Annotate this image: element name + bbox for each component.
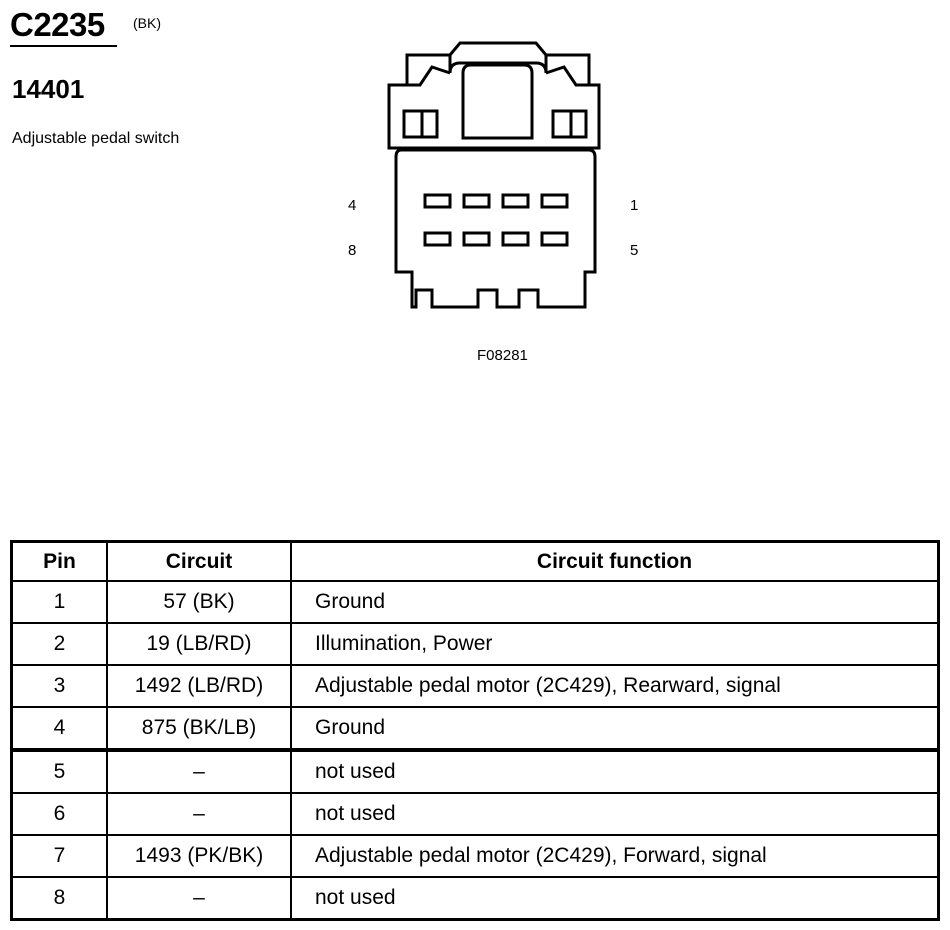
header-pin: Pin — [11, 541, 108, 582]
connector-id-underline — [10, 45, 117, 47]
pin-label-bottom-right: 5 — [630, 242, 639, 259]
table-header-row: Pin Circuit Circuit function — [11, 541, 939, 582]
connector-body — [394, 148, 597, 309]
cell-circuit: – — [107, 750, 292, 794]
cell-circuit: – — [107, 877, 292, 920]
cell-circuit: – — [107, 793, 292, 836]
cell-function: Ground — [291, 581, 939, 624]
part-number: 14401 — [12, 74, 85, 104]
table-row: 3 1492 (LB/RD) Adjustable pedal motor (2… — [11, 665, 939, 708]
cell-pin: 3 — [11, 665, 108, 708]
connector-id: C2235 — [10, 6, 105, 43]
table-row: 4 875 (BK/LB) Ground — [11, 707, 939, 752]
cell-function: Illumination, Power — [291, 623, 939, 666]
pin-cavity-4 — [423, 193, 452, 209]
component-name: Adjustable pedal switch — [12, 130, 180, 147]
cell-pin: 6 — [11, 793, 108, 836]
header-circuit-function: Circuit function — [291, 541, 939, 582]
pin-cavity-7 — [462, 231, 491, 247]
table-row: 1 57 (BK) Ground — [11, 581, 939, 624]
table-row: 5 – not used — [11, 750, 939, 794]
cell-function: Adjustable pedal motor (2C429), Forward,… — [291, 835, 939, 878]
connector-color: (BK) — [133, 15, 161, 31]
pin-cavity-5 — [540, 231, 569, 247]
pin-label-top-right: 1 — [630, 197, 639, 214]
cell-circuit: 1493 (PK/BK) — [107, 835, 292, 878]
pin-cavity-1 — [540, 193, 569, 209]
cell-pin: 2 — [11, 623, 108, 666]
cell-pin: 1 — [11, 581, 108, 624]
figure-id: F08281 — [477, 347, 528, 364]
cell-pin: 5 — [11, 750, 108, 794]
cell-pin: 8 — [11, 877, 108, 920]
table-row: 2 19 (LB/RD) Illumination, Power — [11, 623, 939, 666]
cell-circuit: 57 (BK) — [107, 581, 292, 624]
table-row: 8 – not used — [11, 877, 939, 920]
cell-pin: 4 — [11, 707, 108, 752]
cell-function: not used — [315, 886, 396, 909]
cell-function: Ground — [291, 707, 939, 752]
cell-pin: 7 — [11, 835, 108, 878]
pin-cavity-6 — [501, 231, 530, 247]
pin-cavity-3 — [462, 193, 491, 209]
connector-latch-center — [461, 63, 534, 140]
pin-cavity-2 — [501, 193, 530, 209]
cell-function: not used — [291, 750, 939, 794]
table-row: 6 – not used — [11, 793, 939, 836]
pin-label-bottom-left: 8 — [348, 242, 357, 259]
table-row: 7 1493 (PK/BK) Adjustable pedal motor (2… — [11, 835, 939, 878]
pin-cavity-8 — [423, 231, 452, 247]
cell-circuit: 1492 (LB/RD) — [107, 665, 292, 708]
cell-function: Adjustable pedal motor (2C429), Rearward… — [291, 665, 939, 708]
cell-circuit: 19 (LB/RD) — [107, 623, 292, 666]
connector-latch-right-finger — [545, 65, 589, 87]
connector-face-diagram — [387, 41, 601, 309]
cell-function: not used — [291, 793, 939, 836]
connector-latch-left-finger — [407, 65, 451, 87]
header-circuit: Circuit — [107, 541, 292, 582]
pinout-table: Pin Circuit Circuit function 1 57 (BK) G… — [10, 540, 940, 921]
cell-circuit: 875 (BK/LB) — [107, 707, 292, 752]
pin-label-top-left: 4 — [348, 197, 357, 214]
